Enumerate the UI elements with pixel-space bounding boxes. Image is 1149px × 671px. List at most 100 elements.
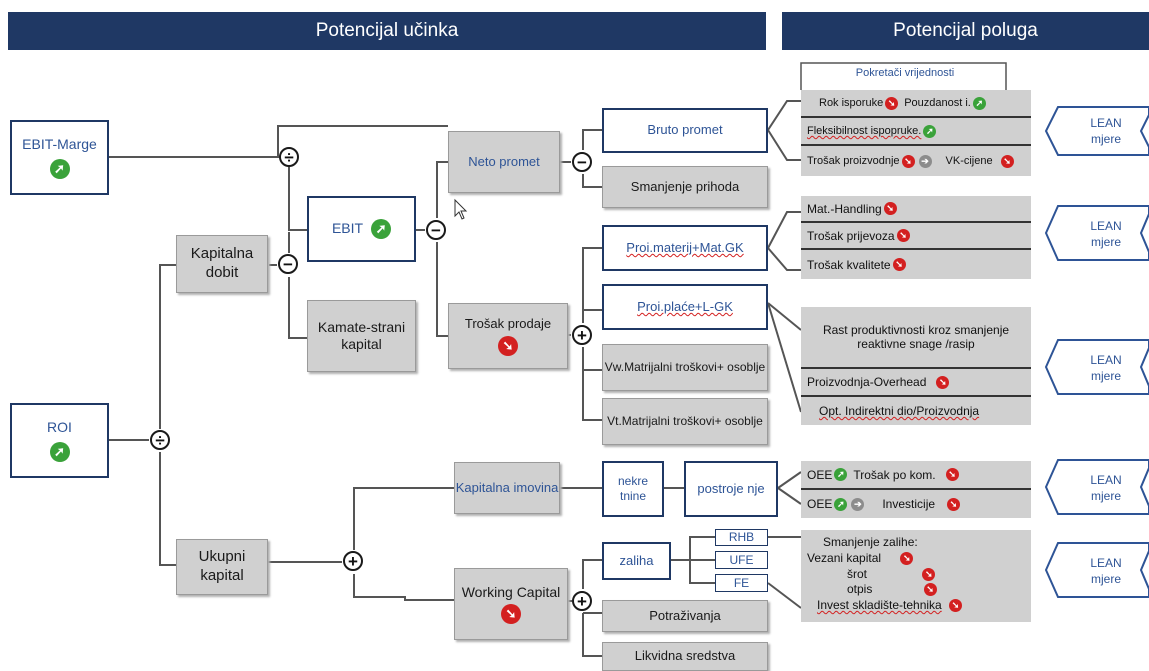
down-arrow-icon: ➘ <box>901 154 915 168</box>
lever-rok-isporuke: Rok isporuke <box>819 97 884 109</box>
node-bruto-promet: Bruto promet <box>602 108 768 153</box>
lean-label: LEAN mjere <box>1090 353 1122 384</box>
node-ufe: UFE <box>715 551 768 569</box>
down-arrow-icon: ➘ <box>949 599 963 613</box>
lever-row: Trošak kvalitete ➘ <box>801 250 1031 279</box>
lean-label: LEAN mjere <box>1090 473 1122 504</box>
node-kapitalna-imovina-label: Kapitalna imovina <box>455 479 559 495</box>
lean-measure: LEAN mjere <box>1046 464 1149 518</box>
node-rhb: RHB <box>715 529 768 546</box>
lever-trosak-kvalitete: Trošak kvalitete <box>807 257 891 272</box>
lever-row: Rok isporuke ➘ Pouzdanost i. ➚ <box>801 90 1031 118</box>
node-trosak-prodaje-label: Trošak prodaje <box>464 315 552 331</box>
lean-measure: LEAN mjere <box>1046 210 1149 264</box>
down-arrow-icon: ➘ <box>892 258 906 271</box>
node-proi-materij-label: Proi.materij+Mat.GK <box>626 239 744 255</box>
lever-otpis-row: otpis ➘ <box>847 582 939 597</box>
lever-invest-skladiste: Invest skladište-tehnika <box>817 598 942 612</box>
lever-opt-indirektni: Opt. Indirektni dio/Proizvodnja <box>819 404 980 418</box>
down-arrow-icon: ➘ <box>1000 154 1014 168</box>
node-smanjenje-prihoda-label: Smanjenje prihoda <box>630 178 740 194</box>
divide-operator: ÷ <box>279 147 299 167</box>
down-arrow-icon: ➘ <box>923 583 937 597</box>
node-ukupni-kapital: Ukupni kapital <box>176 539 268 595</box>
lever-srot: šrot <box>847 567 868 581</box>
node-rhb-label: RHB <box>728 530 755 544</box>
lever-proizvodnja-overhead: Proizvodnja-Overhead <box>807 375 927 389</box>
node-ebit-marge: EBIT-Marge ➚ <box>10 120 109 195</box>
down-arrow-icon: ➘ <box>922 568 936 582</box>
lean-measure: LEAN mjere <box>1046 547 1149 601</box>
node-proi-place-label: Proi.plaće+L-GK <box>637 298 733 314</box>
up-arrow-icon: ➚ <box>834 468 848 481</box>
node-working-capital-label: Working Capital <box>461 583 561 600</box>
node-smanjenje-prihoda: Smanjenje prihoda <box>602 166 768 208</box>
node-nekretnine-label: nekre tnine <box>617 474 649 503</box>
mouse-cursor <box>454 198 468 220</box>
node-potrazivanja-label: Potraživanja <box>649 607 721 623</box>
down-arrow-icon: ➘ <box>885 96 899 110</box>
neutral-icon: ➔ <box>918 154 932 168</box>
lean-measure: LEAN mjere <box>1046 344 1149 398</box>
node-zaliha: zaliha <box>602 542 671 580</box>
plus-operator: + <box>572 591 592 611</box>
node-kamate-label: Kamate-strani kapital <box>317 318 406 353</box>
node-postrojenje-label: postroje nje <box>697 480 765 496</box>
minus-operator: − <box>572 152 592 172</box>
node-kapitalna-dobit-label: Kapitalna dobit <box>190 245 254 281</box>
node-fe: FE <box>715 574 768 592</box>
lever-trosak-prijevoza: Trošak prijevoza <box>807 228 895 243</box>
node-ukupni-kapital-label: Ukupni kapital <box>198 548 246 584</box>
lever-row: Trošak proizvodnje ➘ ➔ VK-cijene ➘ <box>801 146 1031 176</box>
lever-otpis: otpis <box>847 582 873 596</box>
lever-oee: OEE <box>807 467 833 482</box>
lever-row: Mat.-Handling ➘ <box>801 196 1031 223</box>
down-arrow-icon: ➘ <box>947 497 961 511</box>
levers-header: Pokretači vrijednosti <box>855 67 955 79</box>
lever-row: Opt. Indirektni dio/Proizvodnja <box>801 397 1031 425</box>
node-vw-troskovi: Vw.Matrijalni troškovi+ osoblje <box>602 344 768 391</box>
node-ebit-marge-label: EBIT-Marge <box>22 135 97 152</box>
node-roi-label: ROI <box>47 418 72 435</box>
node-proi-place: Proi.plaće+L-GK <box>602 284 768 330</box>
up-arrow-icon: ➚ <box>972 96 986 110</box>
lever-rast-produktivnosti: Rast produktivnosti kroz smanjenje reakt… <box>822 323 1010 351</box>
lever-invest-row: Invest skladište-tehnika ➘ <box>817 598 964 613</box>
down-arrow-icon: ➘ <box>498 336 518 357</box>
lever-pouzdanost: Pouzdanost i. <box>904 97 971 109</box>
node-nekretnine: nekre tnine <box>602 461 664 517</box>
node-ebit: EBIT ➚ <box>307 196 416 262</box>
lever-vezani-kapital: Vezani kapital <box>807 551 882 565</box>
up-arrow-icon: ➚ <box>49 442 70 463</box>
lever-fleksibilnost: Fleksibilnost ispopruke. <box>807 125 922 137</box>
node-ufe-label: UFE <box>729 552 754 567</box>
node-working-capital: Working Capital ➘ <box>454 568 568 640</box>
node-bruto-promet-label: Bruto promet <box>647 122 723 138</box>
header-right-band: Potencijal poluga <box>782 12 1149 50</box>
minus-operator: − <box>426 220 446 240</box>
down-arrow-icon: ➘ <box>936 375 950 389</box>
node-postrojenje: postroje nje <box>684 461 778 517</box>
node-kapitalna-dobit: Kapitalna dobit <box>176 235 268 293</box>
neutral-icon: ➔ <box>851 497 865 511</box>
node-kamate: Kamate-strani kapital <box>307 300 416 372</box>
lean-label: LEAN mjere <box>1090 116 1122 147</box>
lever-oee: OEE <box>807 497 833 511</box>
plus-operator: + <box>572 325 592 345</box>
node-vt-troskovi: Vt.Matrijalni troškovi+ osoblje <box>602 398 768 445</box>
up-arrow-icon: ➚ <box>923 124 937 138</box>
divide-operator: ÷ <box>150 430 170 450</box>
lever-row: Rast produktivnosti kroz smanjenje reakt… <box>801 307 1031 369</box>
lean-measure: LEAN mjere <box>1046 107 1149 161</box>
plus-operator: + <box>343 551 363 571</box>
node-proi-materij: Proi.materij+Mat.GK <box>602 225 768 271</box>
lever-mat-handling: Mat.-Handling <box>807 201 882 216</box>
lever-row: Fleksibilnost ispopruke. ➚ <box>801 118 1031 146</box>
node-roi: ROI ➚ <box>10 403 109 478</box>
lean-label: LEAN mjere <box>1090 556 1122 587</box>
down-arrow-icon: ➘ <box>900 552 914 566</box>
down-arrow-icon: ➘ <box>945 468 959 481</box>
lever-row: Proizvodnja-Overhead ➘ <box>801 369 1031 397</box>
header-left-title: Potencijal učinka <box>315 20 459 41</box>
